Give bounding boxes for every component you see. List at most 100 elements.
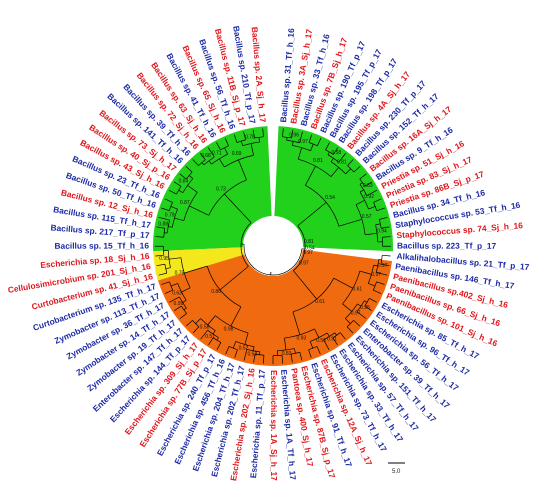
tree-branch-arc [373, 202, 378, 211]
tree-branch [243, 131, 246, 140]
tree-branch [334, 332, 337, 336]
tree-branch [185, 166, 193, 173]
tree-branch [238, 159, 247, 181]
tree-branch [299, 131, 303, 143]
bootstrap-value: 0.95 [159, 256, 169, 262]
tree-branch [219, 158, 225, 168]
tree-branch [158, 217, 170, 221]
root-support-value: 0.81 [304, 239, 314, 245]
tree-branch-arc [220, 145, 229, 151]
tree-branch [219, 266, 249, 291]
tree-branch-arc [228, 346, 238, 351]
tree-branch [189, 205, 209, 216]
bootstrap-value: 0.75 [175, 271, 185, 277]
inner-disc [249, 222, 297, 270]
tree-branch [309, 341, 314, 349]
tree-branch [382, 236, 391, 238]
bootstrap-value: 0.54 [325, 195, 335, 201]
bootstrap-value: 0.97 [371, 272, 381, 278]
tree-branch [364, 305, 372, 311]
tree-branch [290, 354, 293, 363]
tree-branch [308, 349, 312, 358]
tree-branch [187, 185, 198, 193]
tree-branch [207, 147, 215, 158]
bootstrap-value: 0.81 [313, 158, 323, 164]
clade-shading-layer [153, 126, 393, 366]
bootstrap-value: 0.69 [232, 151, 242, 157]
tree-branch [181, 287, 191, 293]
tree-branch [345, 318, 351, 324]
tree-branch [299, 352, 303, 361]
bootstrap-value: 0.83 [363, 183, 373, 189]
tree-branch [224, 147, 228, 155]
tree-branch [168, 226, 173, 228]
tree-branch [382, 254, 391, 257]
tree-branch [381, 263, 390, 267]
tree-branch [250, 143, 254, 156]
tree-branch [232, 341, 237, 349]
bootstrap-value: 0.98 [224, 326, 234, 332]
tree-branch [179, 313, 187, 319]
tree-branch [359, 270, 372, 275]
tree-branch-arc [208, 179, 247, 216]
leaf-label: Bacillus sp. 15_Tf_h_16 [54, 241, 149, 251]
bootstrap-value: 0.51 [205, 334, 215, 340]
tree-branch [347, 159, 354, 166]
tree-branch [281, 355, 284, 364]
bootstrap-value: 0.78 [245, 135, 255, 141]
tree-branch-arc [308, 142, 318, 147]
tree-branch [225, 346, 230, 355]
tree-branch [353, 320, 360, 327]
branch-layer [154, 128, 392, 364]
tree-branch [252, 346, 255, 351]
tree-branch [258, 137, 260, 143]
tree-branch [224, 193, 252, 223]
tree-branch [355, 200, 365, 205]
tree-branch [262, 355, 265, 364]
tree-branch-arc [290, 351, 300, 355]
bootstrap-value: 0.79 [165, 213, 175, 219]
tree-branch [155, 236, 164, 238]
bootstrap-value: 0.97 [298, 139, 308, 145]
tree-branch [294, 348, 296, 354]
root-support-value: 0.97 [303, 250, 313, 256]
tree-branch [182, 300, 187, 303]
green-clade-sector [153, 126, 272, 252]
bootstrap-value: 0.96 [289, 132, 299, 138]
tree-branch [305, 166, 316, 186]
bootstrap-value: 0.97 [351, 311, 361, 317]
bootstrap-value: 0.61 [352, 287, 362, 293]
tree-branch [179, 173, 187, 180]
tree-branch [359, 182, 363, 185]
tree-branch [168, 257, 181, 260]
tree-branch [375, 223, 381, 226]
tree-branch [183, 307, 187, 311]
tree-branch [310, 143, 314, 151]
tree-branch [368, 283, 376, 287]
tree-branch [186, 320, 193, 327]
tree-branch [338, 218, 362, 227]
tree-branch [165, 267, 171, 270]
tree-branch [262, 128, 264, 137]
tree-branch-arc [164, 264, 168, 274]
bootstrap-value: 0.97 [378, 263, 388, 269]
tree-branch [333, 277, 354, 289]
tree-branch [234, 349, 238, 358]
tree-branch [373, 264, 378, 267]
tree-branch [224, 137, 229, 146]
tree-branch [161, 207, 170, 212]
tree-branch [365, 232, 378, 236]
bootstrap-value: 0.92 [364, 194, 374, 200]
tree-branch [357, 303, 362, 307]
tree-branch [199, 152, 206, 160]
tree-branch [208, 337, 214, 346]
leaf-label: Escherichia sp. 1A_Sj_h_17 [269, 370, 279, 481]
bootstrap-value: 0.58 [331, 150, 341, 156]
tree-branch [381, 226, 390, 229]
tree-branch [346, 326, 354, 334]
bootstrap-value: 0.88 [158, 222, 168, 228]
tree-branch-arc [368, 265, 374, 284]
tree-branch [188, 175, 194, 179]
tree-branch [161, 281, 170, 285]
